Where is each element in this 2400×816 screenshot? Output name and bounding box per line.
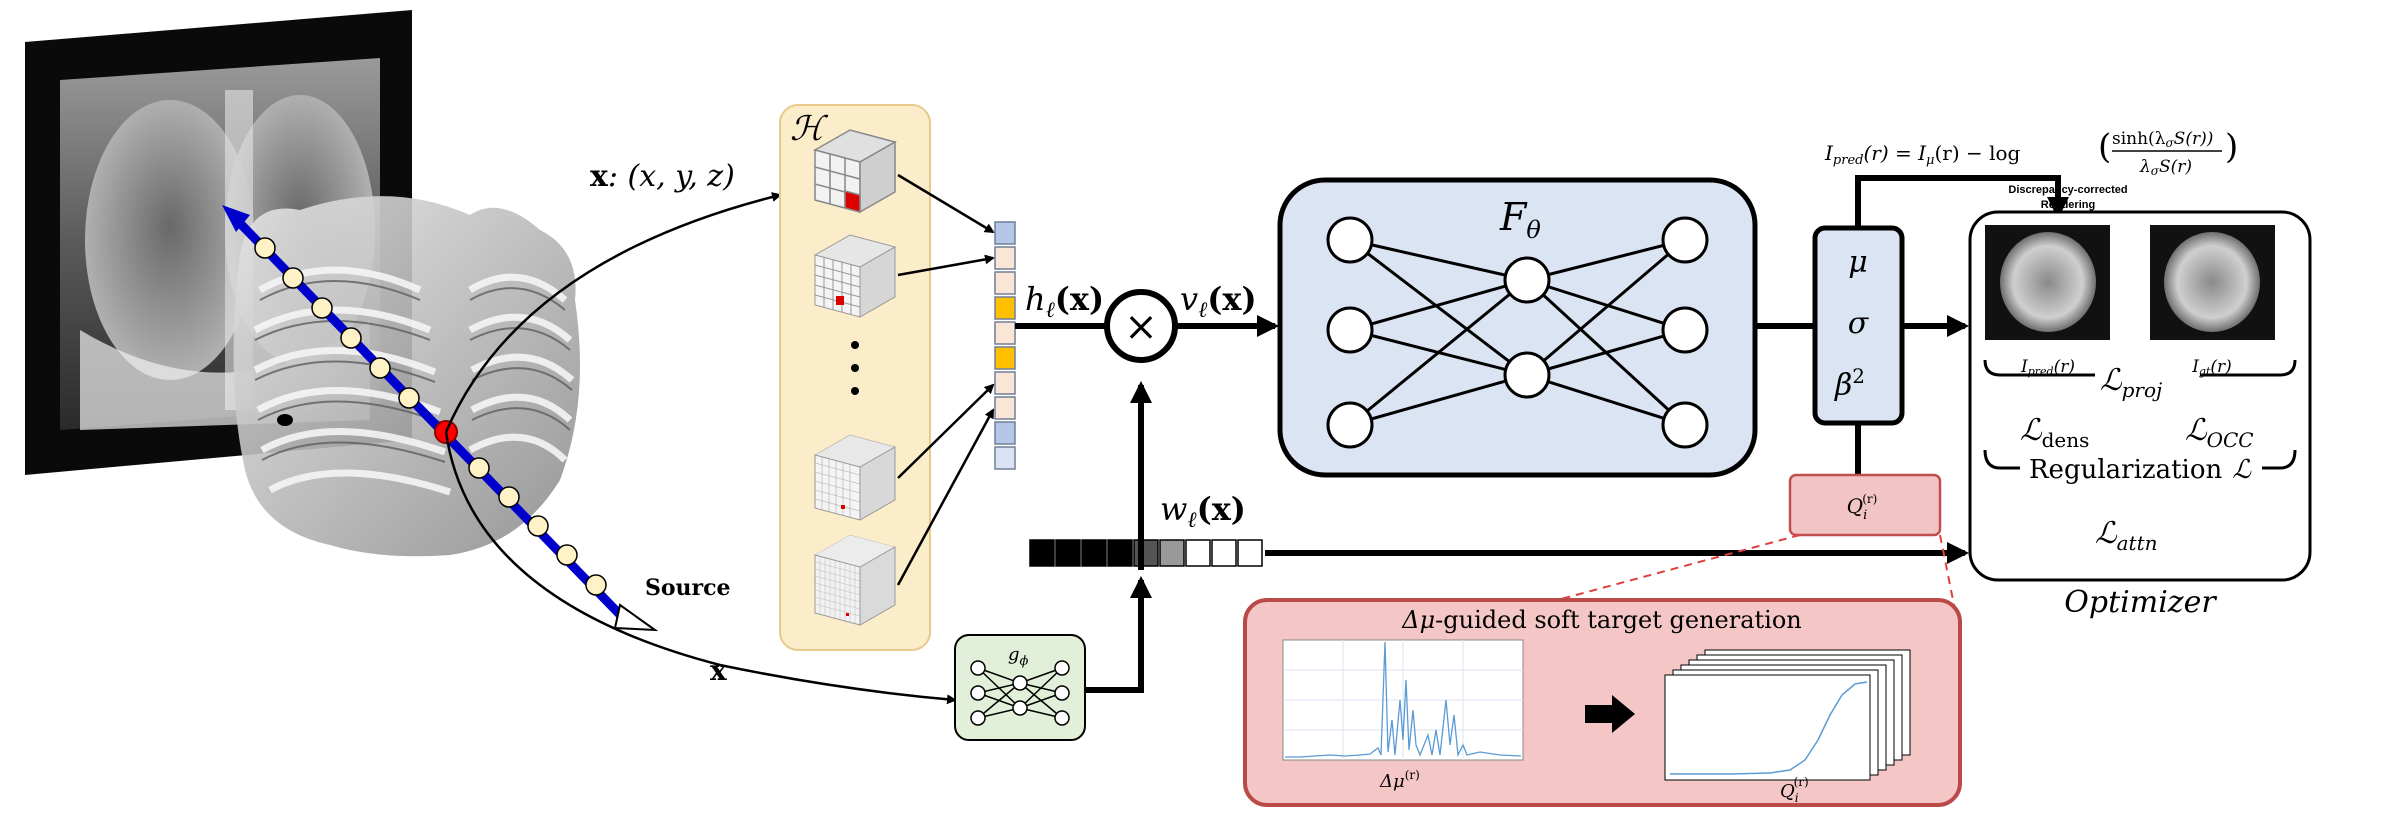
feature-cell (994, 221, 1016, 245)
weight-cell (1211, 539, 1237, 567)
rendering-formula: Ipred(r) = Iμ(r) − log ( sinh(λσS(r)) λσ… (1824, 127, 2238, 178)
soft-target-q-box: Qi(r) (1788, 473, 1942, 537)
weight-vector-w (1029, 539, 1263, 567)
transform-arrow (1585, 695, 1635, 733)
weight-cell (1237, 539, 1263, 567)
ellipsis-dot (851, 341, 859, 349)
l-occ-label: ℒOCC (2185, 413, 2254, 452)
svg-text:Ipred(r) = Iμ(r) − log: Ipred(r) = Iμ(r) − log (1824, 141, 2021, 168)
rendering-caption-line1: Discrepancy-corrected (2008, 184, 2127, 196)
svg-text:(: ( (2098, 127, 2111, 167)
multiply-node: × (1104, 289, 1178, 363)
source-label: Source (645, 575, 731, 601)
q-soft-target-label: Qi(r) (1780, 775, 1809, 805)
l-dens-label: ℒdens (2020, 413, 2089, 452)
ellipsis-dot (851, 364, 859, 372)
svg-text:Qi(r): Qi(r) (1847, 492, 1878, 523)
grid-cube-finest (814, 534, 896, 626)
weight-cell (1081, 539, 1107, 567)
grid-cube-mid (813, 234, 897, 318)
g-phi-label: gϕ (1008, 644, 1029, 669)
mlp-f-theta: Fθ (1277, 177, 1758, 478)
sampling-ray (222, 205, 659, 632)
feature-cell (994, 296, 1016, 320)
weight-cell (1133, 539, 1159, 567)
delta-mu-label: Δμ(r) (1379, 768, 1420, 792)
ct-ribcage-volume (233, 196, 581, 557)
svg-text:sinh(λσS(r)): sinh(λσS(r)) (2112, 129, 2213, 150)
beta-symbol: β2 (1834, 364, 1865, 403)
feature-cell (994, 271, 1016, 295)
feature-cell (994, 321, 1016, 345)
v-label: vℓ(x) (1180, 280, 1257, 323)
w-label: wℓ(x) (1160, 490, 1246, 533)
mu-symbol: μ (1848, 245, 1868, 280)
soft-target-generation-panel: Δμ-guided soft target generation Δμ(r) Q… (1243, 598, 1962, 807)
weight-cell (1055, 539, 1081, 567)
feature-cell (994, 396, 1016, 420)
optimizer-label: Optimizer (2064, 585, 2217, 620)
soft-target-title: Δμ-guided soft target generation (1401, 606, 1802, 634)
feature-cell (994, 371, 1016, 395)
optimizer-block: Ipred(r) Igt(r) ℒproj ℒdens ℒOCC Regular… (1968, 210, 2312, 582)
feature-vector-h (994, 221, 1016, 470)
hash-grid-symbol: ℋ (790, 109, 829, 149)
weight-cell (1029, 539, 1055, 567)
sigma-symbol: σ (1848, 306, 1870, 341)
svg-text:): ) (2225, 127, 2238, 167)
weight-cell (1185, 539, 1211, 567)
x-input-label: x (710, 654, 727, 687)
rendering-caption-line2: Rendering (2041, 199, 2095, 211)
weight-cell (1159, 539, 1185, 567)
h-label: hℓ(x) (1025, 280, 1104, 323)
feature-cell (994, 246, 1016, 270)
coord-label: x: (x, y, z) (590, 159, 735, 194)
output-parameters: μ σ β2 (1812, 225, 1905, 426)
feature-cell (994, 421, 1016, 445)
feature-cell (994, 446, 1016, 470)
l-attn-label: ℒattn (2095, 516, 2158, 555)
grid-cube-coarse (813, 129, 897, 214)
multiply-symbol: × (1124, 304, 1158, 350)
svg-text:λσS(r): λσS(r) (2139, 157, 2192, 178)
weight-cell (1107, 539, 1133, 567)
soft-target-stack (1664, 649, 1911, 781)
f-theta-label: Fθ (1499, 195, 1541, 244)
l-proj-label: ℒproj (2100, 363, 2162, 402)
hash-grid-panel: ℋ (779, 104, 931, 651)
grid-cube-fine (814, 434, 896, 521)
ellipsis-dot (851, 387, 859, 395)
gating-network-g-phi: gϕ (954, 634, 1086, 741)
feature-cell (994, 346, 1016, 370)
delta-mu-plot (1282, 639, 1524, 761)
